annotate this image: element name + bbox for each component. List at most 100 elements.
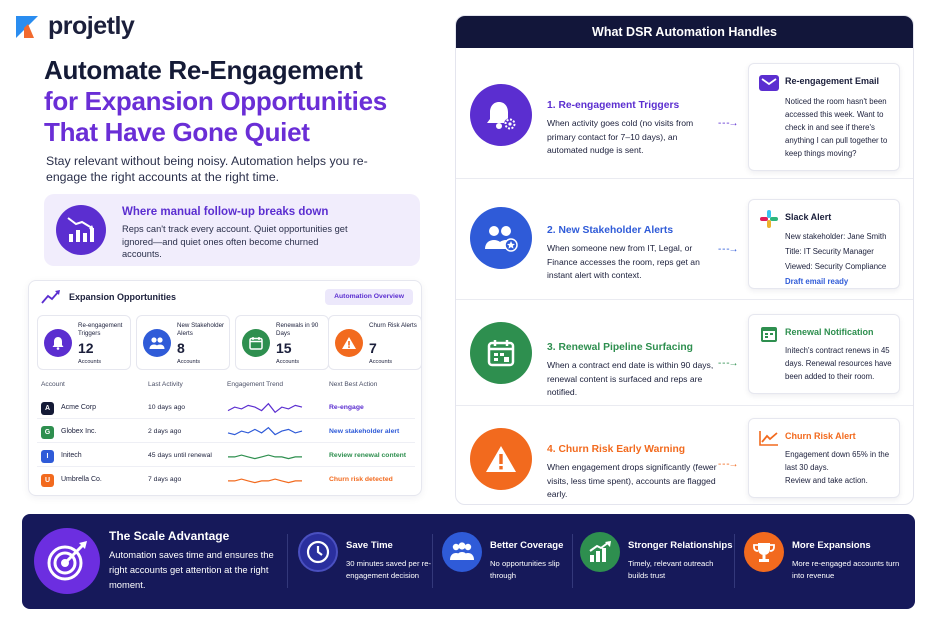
- card-line: New stakeholder: Jane Smith: [785, 232, 887, 241]
- growth-chart-icon: [580, 532, 620, 572]
- account-avatar: U: [41, 474, 54, 487]
- reengagement-email-card[interactable]: Re-engagement Email Noticed the room has…: [748, 63, 900, 171]
- card-line: Review and take action.: [785, 476, 868, 485]
- arrow-icon: - - -→: [718, 358, 739, 369]
- divider: [287, 534, 288, 588]
- benefit-more-expansions: More Expansions More re-engaged accounts…: [744, 528, 909, 596]
- renewal-notification-card[interactable]: Renewal Notification Initech's contract …: [748, 314, 900, 394]
- automation-handles-panel: What DSR Automation Handles 1. Re-engage…: [455, 15, 914, 505]
- hero-subtitle: Stay relevant without being noisy. Autom…: [46, 154, 368, 184]
- sparkline-path: [228, 478, 302, 484]
- stat-value: 8: [177, 340, 185, 356]
- account-name: Acme Corp: [61, 404, 97, 411]
- last-activity: 7 days ago: [148, 476, 182, 483]
- account-name: Umbrella Co.: [61, 476, 102, 483]
- account-avatar: G: [41, 426, 54, 439]
- users-icon: [442, 532, 482, 572]
- churn-risk-card[interactable]: Churn Risk Alert Engagement down 65% in …: [748, 418, 900, 498]
- table-row[interactable]: A Acme Corp 10 days ago Re-engage: [37, 397, 415, 419]
- card-title: Renewal Notification: [785, 327, 874, 337]
- stat-new-stakeholder[interactable]: New Stakeholder Alerts 8 Accounts: [136, 315, 230, 370]
- next-best-action[interactable]: Re-engage: [329, 404, 364, 411]
- benefit-text: 30 minutes saved per re-engagement decis…: [346, 559, 432, 580]
- handle-title: 2. New Stakeholder Alerts: [547, 225, 674, 236]
- engagement-sparkline: [227, 426, 303, 436]
- stat-renewals[interactable]: Renewals in 90 Days 15 Accounts: [235, 315, 329, 370]
- warning-icon: [470, 428, 532, 490]
- warning-icon: [335, 329, 363, 357]
- stat-sub: Accounts: [78, 359, 102, 365]
- card-title: Re-engagement Email: [785, 76, 880, 86]
- calendar-icon: [242, 329, 270, 357]
- last-activity: 2 days ago: [148, 428, 182, 435]
- hero-line-1: Automate Re-Engagement: [44, 55, 363, 85]
- stat-value: 12: [78, 340, 94, 356]
- stat-sub: Accounts: [177, 359, 201, 365]
- callout-title: Where manual follow-up breaks down: [122, 206, 329, 218]
- card-line: Engagement down 65% in the last 30 days.: [785, 450, 890, 472]
- target-icon: [34, 528, 100, 594]
- account-name: Initech: [61, 452, 82, 459]
- account-name: Globex Inc.: [61, 428, 97, 435]
- projetly-logo-icon: [16, 15, 38, 38]
- sparkline-path: [227, 426, 303, 436]
- draft-email-link[interactable]: Draft email ready: [785, 277, 849, 286]
- clock-icon: [298, 532, 338, 572]
- last-activity: 10 days ago: [148, 404, 186, 411]
- hero-line-3: That Have Gone Quiet: [44, 117, 310, 147]
- email-icon: [759, 73, 779, 93]
- divider: [734, 534, 735, 588]
- divider: [572, 534, 573, 588]
- stat-label: New Stakeholder Alerts: [177, 322, 225, 337]
- stat-value: 15: [276, 340, 292, 356]
- column-header-last-activity[interactable]: Last Activity: [148, 381, 183, 388]
- benefit-title: Better Coverage: [490, 540, 564, 551]
- column-header-engagement-trend[interactable]: Engagement Trend: [227, 381, 284, 388]
- column-header-next-action[interactable]: Next Best Action: [329, 381, 378, 388]
- arrow-icon: - - -→: [718, 244, 739, 255]
- table-row[interactable]: G Globex Inc. 2 days ago New stakeholder…: [37, 421, 415, 443]
- engagement-sparkline: [228, 454, 302, 460]
- stat-sub: Accounts: [369, 359, 393, 365]
- table-row[interactable]: U Umbrella Co. 7 days ago Churn risk det…: [37, 469, 415, 491]
- handle-row-stakeholder: 2. New Stakeholder Alerts When someone n…: [456, 179, 913, 300]
- card-line: Viewed: Security Compliance: [785, 262, 887, 271]
- benefit-better-coverage: Better Coverage No opportunities slip th…: [442, 528, 577, 596]
- next-best-action[interactable]: Churn risk detected: [329, 476, 393, 483]
- handle-title: 3. Renewal Pipeline Surfacing: [547, 342, 693, 353]
- dashboard-title: Expansion Opportunities: [69, 292, 177, 302]
- benefit-text: Timely, relevant outreach builds trust: [628, 559, 714, 580]
- account-avatar: A: [41, 402, 54, 415]
- divider: [432, 534, 433, 588]
- stat-value: 7: [369, 340, 377, 356]
- trend-icon: [759, 428, 779, 448]
- next-best-action[interactable]: New stakeholder alert: [329, 428, 400, 435]
- trend-up-icon: [41, 290, 60, 304]
- automation-overview-button[interactable]: Automation Overview: [325, 289, 413, 305]
- stat-label: Re-engagement Triggers: [78, 322, 123, 337]
- account-avatar: I: [41, 450, 54, 463]
- column-header-account[interactable]: Account: [41, 381, 65, 388]
- table-row[interactable]: I Initech 45 days until renewal Review r…: [37, 445, 415, 467]
- benefit-save-time: Save Time 30 minutes saved per re-engage…: [298, 528, 438, 596]
- stat-churn-risk[interactable]: Churn Risk Alerts 7 Accounts: [328, 315, 422, 370]
- brand-logo[interactable]: projetly: [14, 12, 135, 41]
- stat-reengagement[interactable]: Re-engagement Triggers 12 Accounts: [37, 315, 131, 370]
- callout-text: Reps can't track every account. Quiet op…: [122, 224, 348, 259]
- sparkline-path: [228, 454, 302, 460]
- calendar-icon: [759, 324, 779, 344]
- handle-title: 4. Churn Risk Early Warning: [547, 444, 686, 455]
- manual-followup-callout: Where manual follow-up breaks down Reps …: [44, 194, 420, 266]
- slack-alert-card[interactable]: Slack Alert New stakeholder: Jane Smith …: [748, 199, 900, 289]
- handle-row-churn: 4. Churn Risk Early Warning When engagem…: [456, 406, 913, 504]
- last-activity: 45 days until renewal: [148, 452, 212, 459]
- bell-gear-icon: [470, 84, 532, 146]
- handle-title: 1. Re-engagement Triggers: [547, 100, 680, 111]
- calendar-icon: [470, 322, 532, 384]
- next-best-action[interactable]: Review renewal content: [329, 452, 407, 459]
- declining-chart-icon: [56, 205, 106, 255]
- slack-icon: [759, 209, 779, 229]
- engagement-sparkline: [227, 402, 303, 414]
- arrow-icon: - - -→: [718, 118, 739, 129]
